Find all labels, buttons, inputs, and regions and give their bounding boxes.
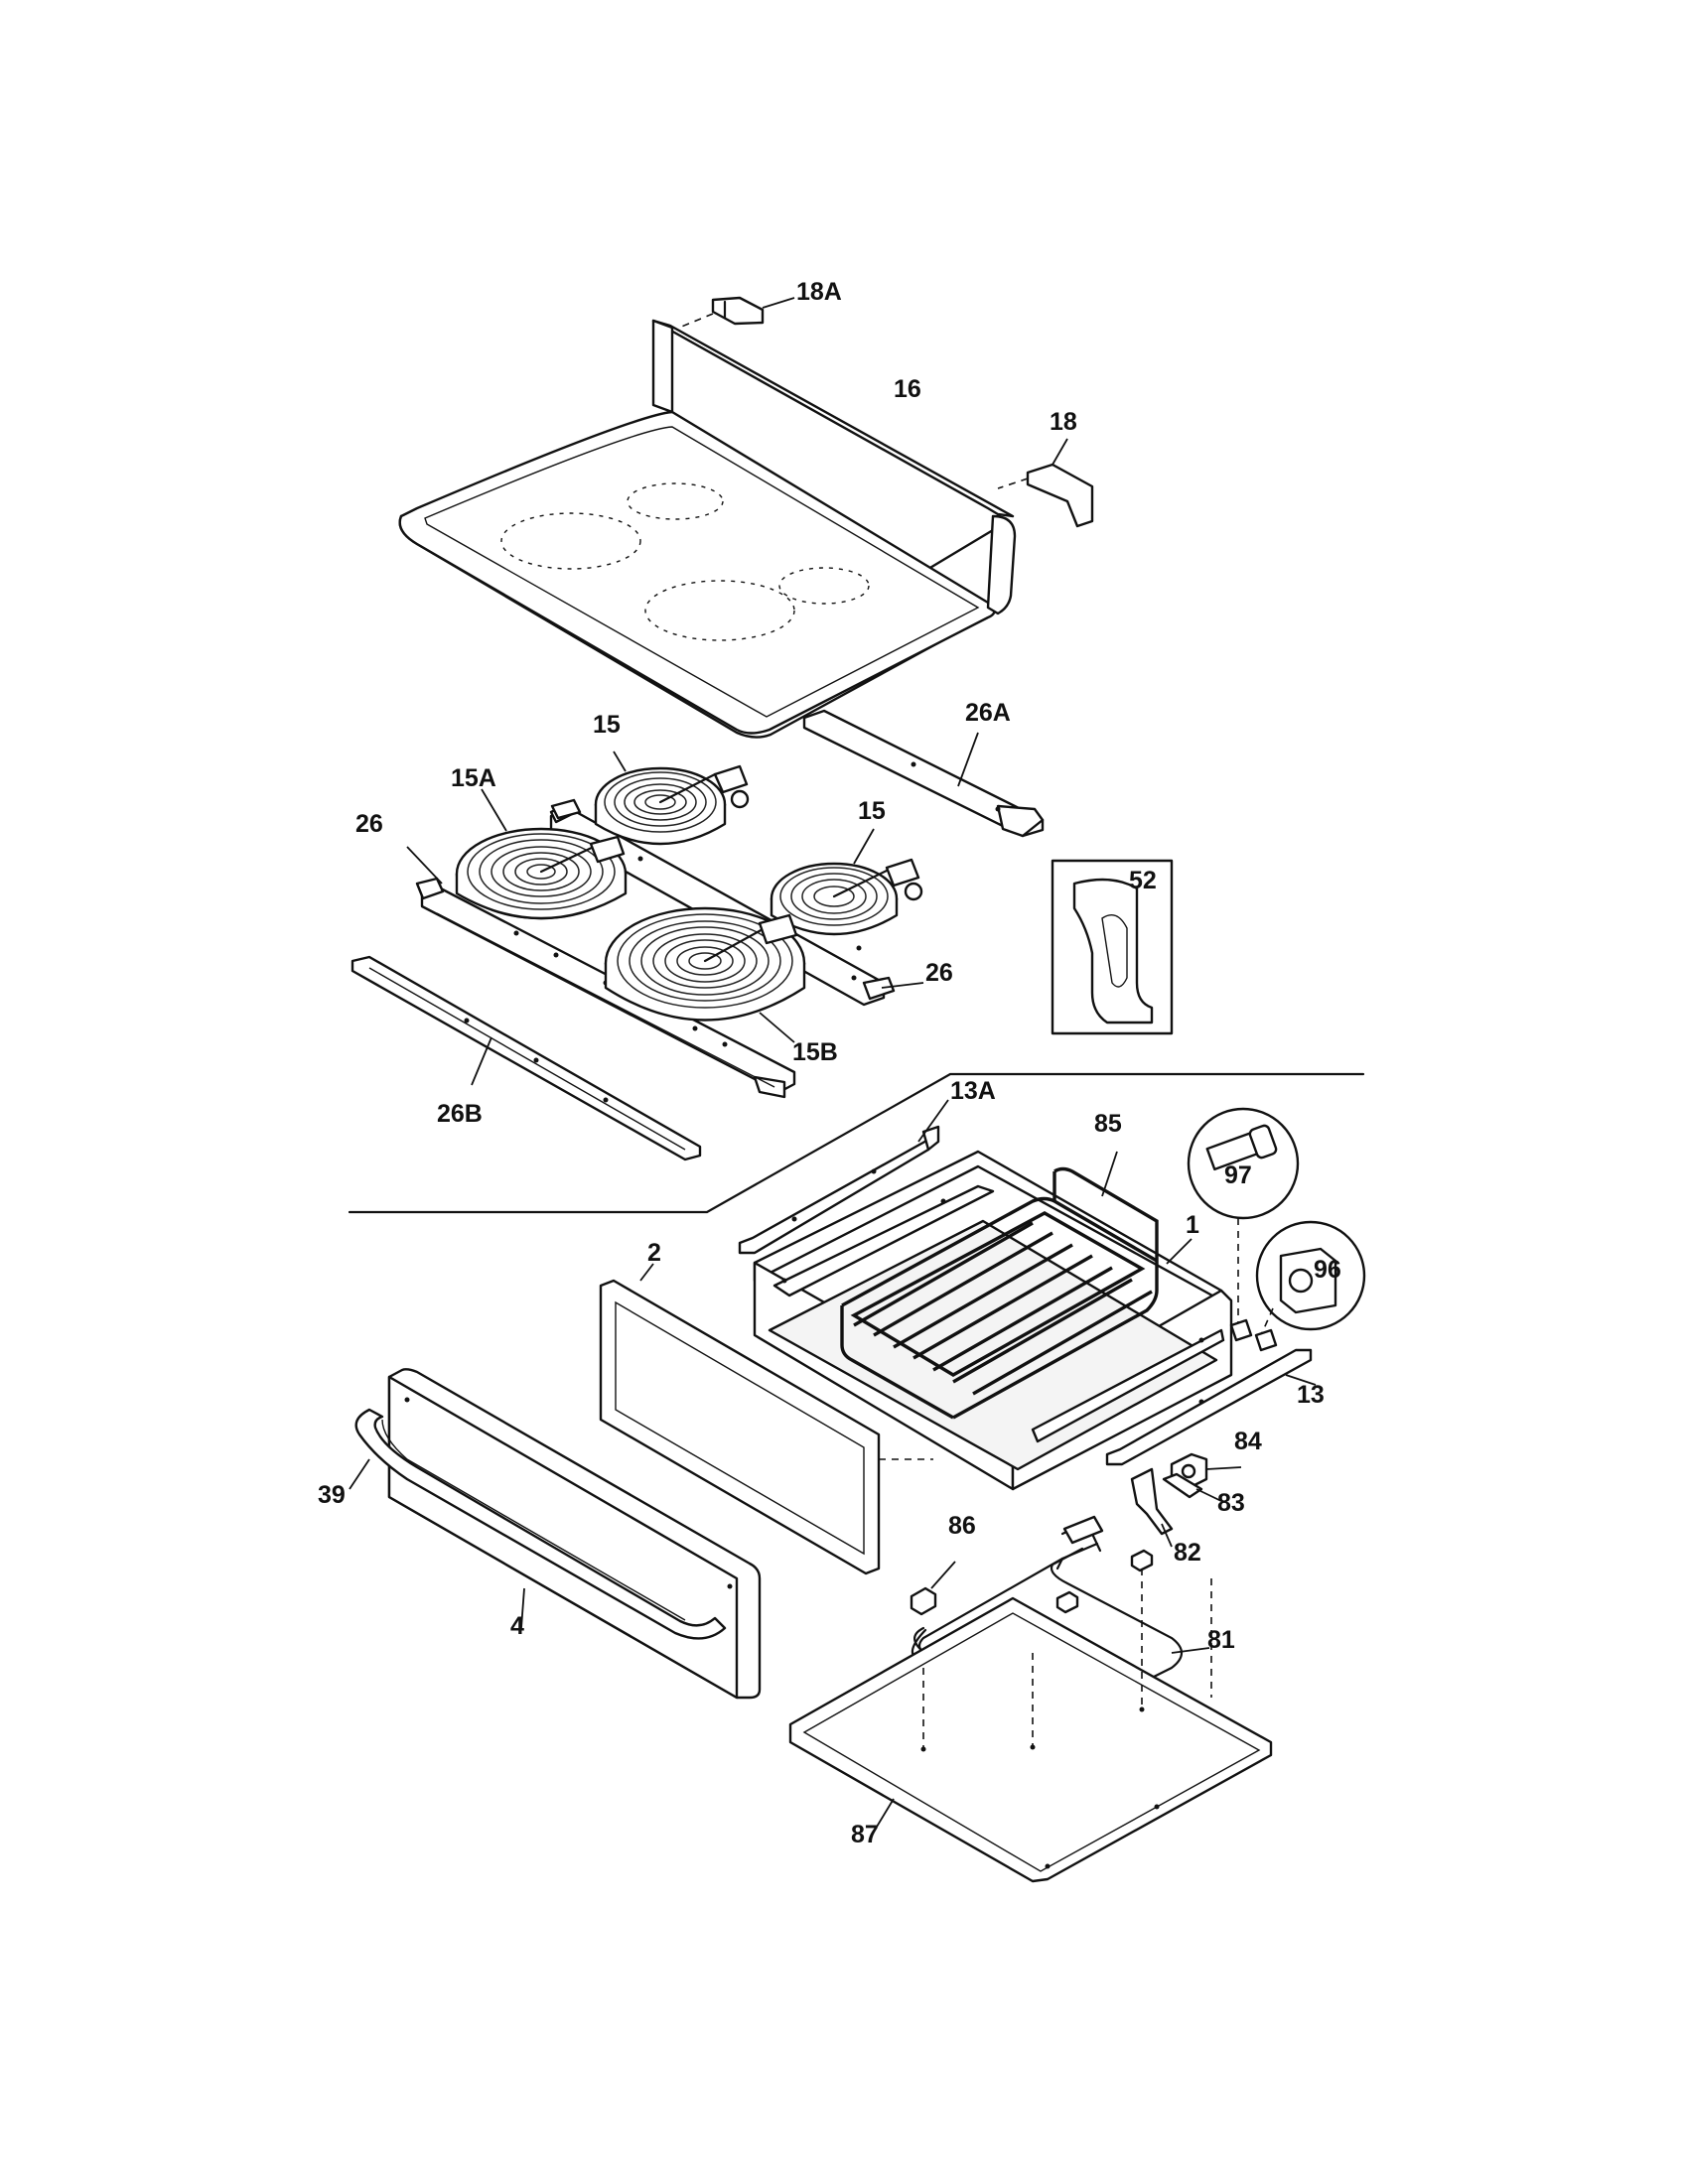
rail-part-26A xyxy=(802,709,1045,838)
wire-rack-part-85 xyxy=(840,1151,1159,1420)
section-divider xyxy=(348,1072,1365,1214)
callout-96: 96 xyxy=(1314,1256,1341,1284)
callout-26-right: 26 xyxy=(925,959,953,987)
inset-part-52 xyxy=(1051,859,1174,1035)
callout-97: 97 xyxy=(1224,1161,1252,1189)
cooktop-part-16 xyxy=(398,319,1017,739)
callout-16: 16 xyxy=(894,375,921,403)
callout-87: 87 xyxy=(851,1821,879,1848)
bottom-pan-part-87 xyxy=(788,1569,1273,1883)
callout-81: 81 xyxy=(1207,1626,1235,1654)
callout-13A: 13A xyxy=(950,1077,996,1105)
handle-part-39 xyxy=(349,1408,727,1640)
callout-26A: 26A xyxy=(965,699,1011,727)
slide-rail-part-13A xyxy=(738,1099,949,1255)
callout-2: 2 xyxy=(647,1239,661,1267)
callout-82: 82 xyxy=(1174,1539,1201,1567)
callout-85: 85 xyxy=(1094,1110,1122,1138)
drawer-tray-ribs xyxy=(853,1221,1153,1396)
callout-26-left: 26 xyxy=(355,810,383,838)
callout-83: 83 xyxy=(1217,1489,1245,1517)
surface-element-part-15A xyxy=(455,788,628,920)
detail-part-96 xyxy=(1255,1220,1366,1336)
callout-15B: 15B xyxy=(792,1038,838,1066)
callout-4: 4 xyxy=(510,1612,524,1640)
surface-element-part-15B xyxy=(604,906,806,1043)
drawer-side-hardware xyxy=(1229,1318,1278,1352)
bracket-part-18A xyxy=(678,296,795,329)
inner-panel-part-2 xyxy=(599,1263,933,1575)
callout-15A: 15A xyxy=(451,764,496,792)
bracket-part-82 xyxy=(1130,1467,1174,1548)
callout-18: 18 xyxy=(1050,408,1077,436)
callout-15-rear: 15 xyxy=(593,711,621,739)
surface-element-part-15-rear xyxy=(594,751,750,846)
bracket-part-18 xyxy=(997,438,1094,528)
callout-18A: 18A xyxy=(796,278,842,306)
callout-26B: 26B xyxy=(437,1100,483,1128)
surface-element-part-15-right xyxy=(770,828,923,936)
callout-1: 1 xyxy=(1186,1211,1199,1239)
callout-13: 13 xyxy=(1297,1381,1325,1409)
callout-15-right: 15 xyxy=(858,797,886,825)
callout-84: 84 xyxy=(1234,1428,1262,1455)
slide-rail-part-13 xyxy=(1105,1348,1317,1466)
detail-part-97 xyxy=(1187,1107,1300,1325)
rail-part-26B xyxy=(351,955,702,1161)
callout-86: 86 xyxy=(948,1512,976,1540)
callout-52: 52 xyxy=(1129,867,1157,894)
bracket-part-83 xyxy=(1162,1472,1224,1503)
callout-39: 39 xyxy=(318,1481,346,1509)
